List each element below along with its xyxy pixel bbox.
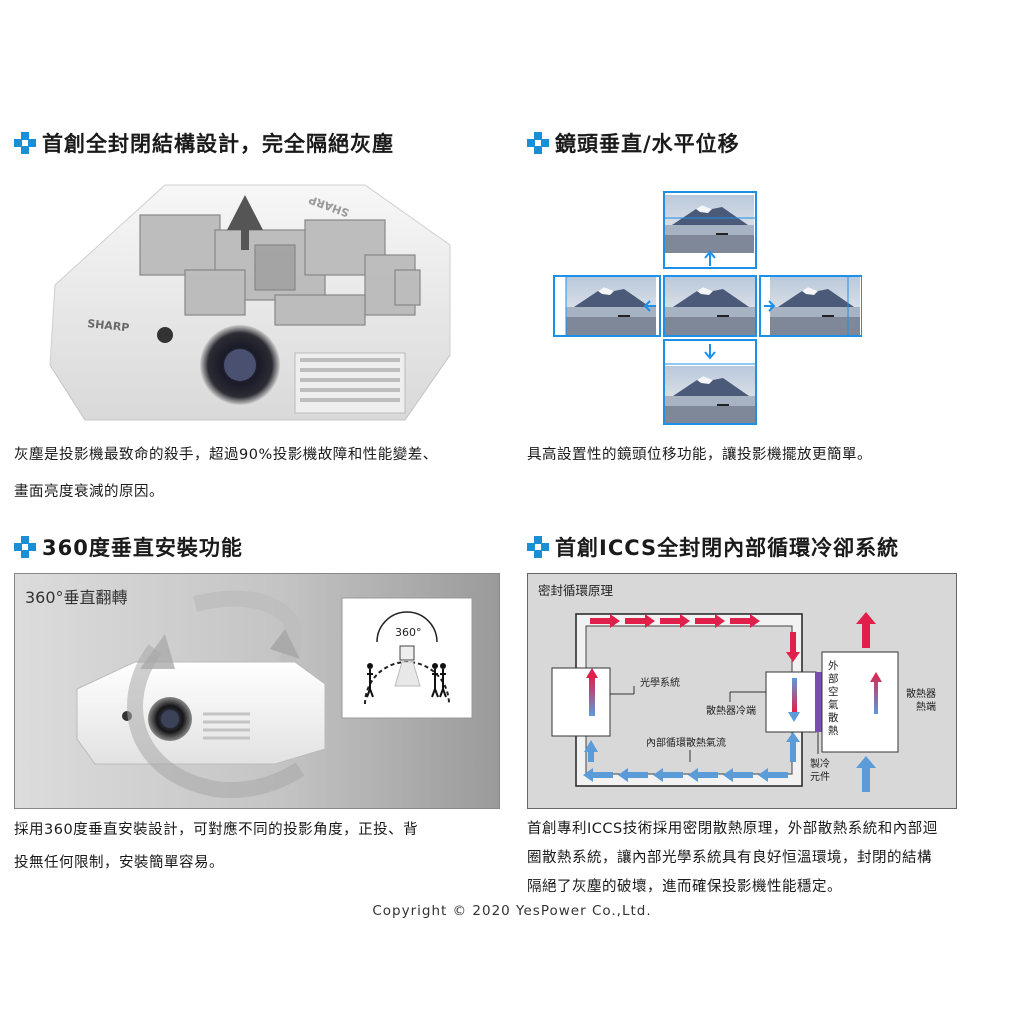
mount-desc-line-1: 採用360度垂直安裝設計，可對應不同的投影角度，正投、背	[14, 822, 419, 838]
copyright-footer: Copyright © 2020 YesPower Co.,Ltd.	[372, 903, 652, 919]
cooling-desc-line-2: 圈散熱系統，讓內部光學系統具有良好恒溫環境，封閉的結構	[527, 850, 932, 866]
diamond-bullet-icon	[14, 536, 36, 558]
section-title-cooling-text: 首創ICCS全封閉內部循環冷卻系統	[555, 536, 900, 560]
lens-shift-center-panel	[663, 275, 757, 337]
cool-air-arrows	[583, 732, 800, 782]
rotating-projector-image: 360°	[76, 590, 473, 798]
lens-description: 具高設置性的鏡頭位移功能，讓投影機擺放更簡單。	[527, 447, 872, 463]
hot-out-arrow-icon	[856, 612, 876, 648]
cooling-desc-line-1: 首創專利ICCS技術採用密閉散熱原理，外部散熱系統和內部迴	[527, 821, 938, 837]
label-optical-system: 光學系統	[640, 676, 680, 689]
label-heatsink-cold: 散熱器冷端	[706, 704, 756, 717]
angle-label: 360°	[395, 626, 422, 639]
label-external-cooling: 外部空氣散熱	[828, 660, 839, 737]
lens-shift-diagram	[553, 191, 862, 425]
arrow-up-icon	[704, 250, 716, 266]
arrow-right-icon	[764, 300, 776, 312]
label-internal-flow: 內部循環散熱氣流	[646, 736, 726, 749]
diamond-bullet-icon	[527, 132, 549, 154]
arrow-down-icon	[704, 344, 716, 360]
label-cooling-element: 製冷元件	[810, 759, 830, 783]
cooling-diagram-panel: 密封循環原理	[527, 573, 957, 809]
section-title-mount-text: 360度垂直安裝功能	[42, 536, 243, 560]
dust-desc-line-1: 灰塵是投影機最致命的殺手，超過90%投影機故障和性能變差、	[14, 447, 438, 463]
section-title-dust-text: 首創全封閉結構設計，完全隔絕灰塵	[42, 132, 394, 156]
lens-shift-left-panel	[553, 275, 661, 337]
cooling-diagram-title: 密封循環原理	[538, 583, 614, 598]
mount-image-panel: 360°垂直翻轉	[14, 573, 500, 809]
label-heatsink-hot: 散熱器熱端	[906, 689, 936, 713]
mount-image-label: 360°垂直翻轉	[25, 588, 128, 607]
cooling-desc-line-3: 隔絕了灰塵的破壞，進而確保投影機性能穩定。	[527, 879, 842, 895]
diamond-bullet-icon	[527, 536, 549, 558]
sealed-projector-image: SHARP SHARP	[49, 184, 451, 421]
cooling-flow-diagram: 光學系統 散熱器冷端 內部循環散熱氣流	[551, 612, 899, 792]
mount-desc-line-2: 投無任何限制，安裝簡單容易。	[14, 855, 224, 871]
brand-logo-text: SHARP	[87, 317, 130, 334]
dust-description: 灰塵是投影機最致命的殺手，超過90%投影機故障和性能變差、 畫面亮度衰減的原因。	[14, 440, 438, 508]
section-title-cooling: 首創ICCS全封閉內部循環冷卻系統	[527, 532, 899, 562]
section-title-lens-text: 鏡頭垂直/水平位移	[555, 132, 740, 156]
lens-shift-down-panel	[663, 339, 757, 425]
lens-shift-up-panel	[663, 191, 757, 269]
arrow-left-icon	[643, 300, 656, 312]
cool-in-arrow-icon	[856, 756, 876, 792]
cooling-description: 首創專利ICCS技術採用密閉散熱原理，外部散熱系統和內部迴 圈散熱系統，讓內部光…	[527, 815, 938, 902]
dust-desc-line-2: 畫面亮度衰減的原因。	[14, 484, 164, 500]
angle-diagram	[364, 611, 450, 705]
diamond-bullet-icon	[14, 132, 36, 154]
mount-description: 採用360度垂直安裝設計，可對應不同的投影角度，正投、背 投無任何限制，安裝簡單…	[14, 815, 418, 879]
lens-shift-right-panel	[759, 275, 862, 337]
rotate-arrow-icon	[270, 629, 300, 659]
section-title-mount: 360度垂直安裝功能	[14, 532, 243, 562]
section-title-lens: 鏡頭垂直/水平位移	[527, 128, 740, 158]
hot-air-arrows	[590, 614, 800, 662]
section-title-dust: 首創全封閉結構設計，完全隔絕灰塵	[14, 128, 394, 158]
